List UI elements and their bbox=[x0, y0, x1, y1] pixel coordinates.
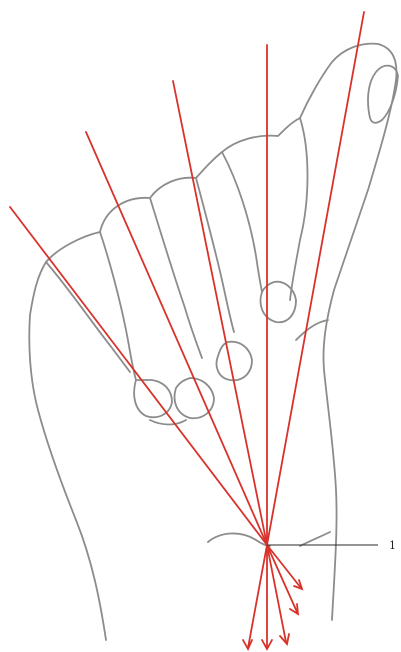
fingernail-3 bbox=[217, 342, 253, 381]
fingernail-4 bbox=[261, 282, 296, 323]
ray-group bbox=[10, 12, 364, 649]
finger-division-3 bbox=[196, 178, 234, 332]
arrow-ray-1 bbox=[248, 545, 267, 648]
thumb-crease bbox=[290, 118, 308, 300]
finger-division-4 bbox=[222, 152, 262, 292]
arrowhead-1 bbox=[243, 640, 252, 649]
wrist-line bbox=[300, 532, 330, 546]
finger-division-2 bbox=[150, 198, 202, 358]
callout-label: 1 bbox=[389, 539, 396, 552]
finger-division-1 bbox=[100, 232, 136, 380]
arrow-ray-3 bbox=[267, 545, 286, 642]
ray-line-1 bbox=[10, 207, 267, 545]
palm-curve bbox=[46, 262, 130, 372]
knuckle-fold-2 bbox=[296, 320, 328, 340]
knuckle-fold-1 bbox=[150, 420, 186, 425]
ray-line-5 bbox=[267, 12, 364, 545]
